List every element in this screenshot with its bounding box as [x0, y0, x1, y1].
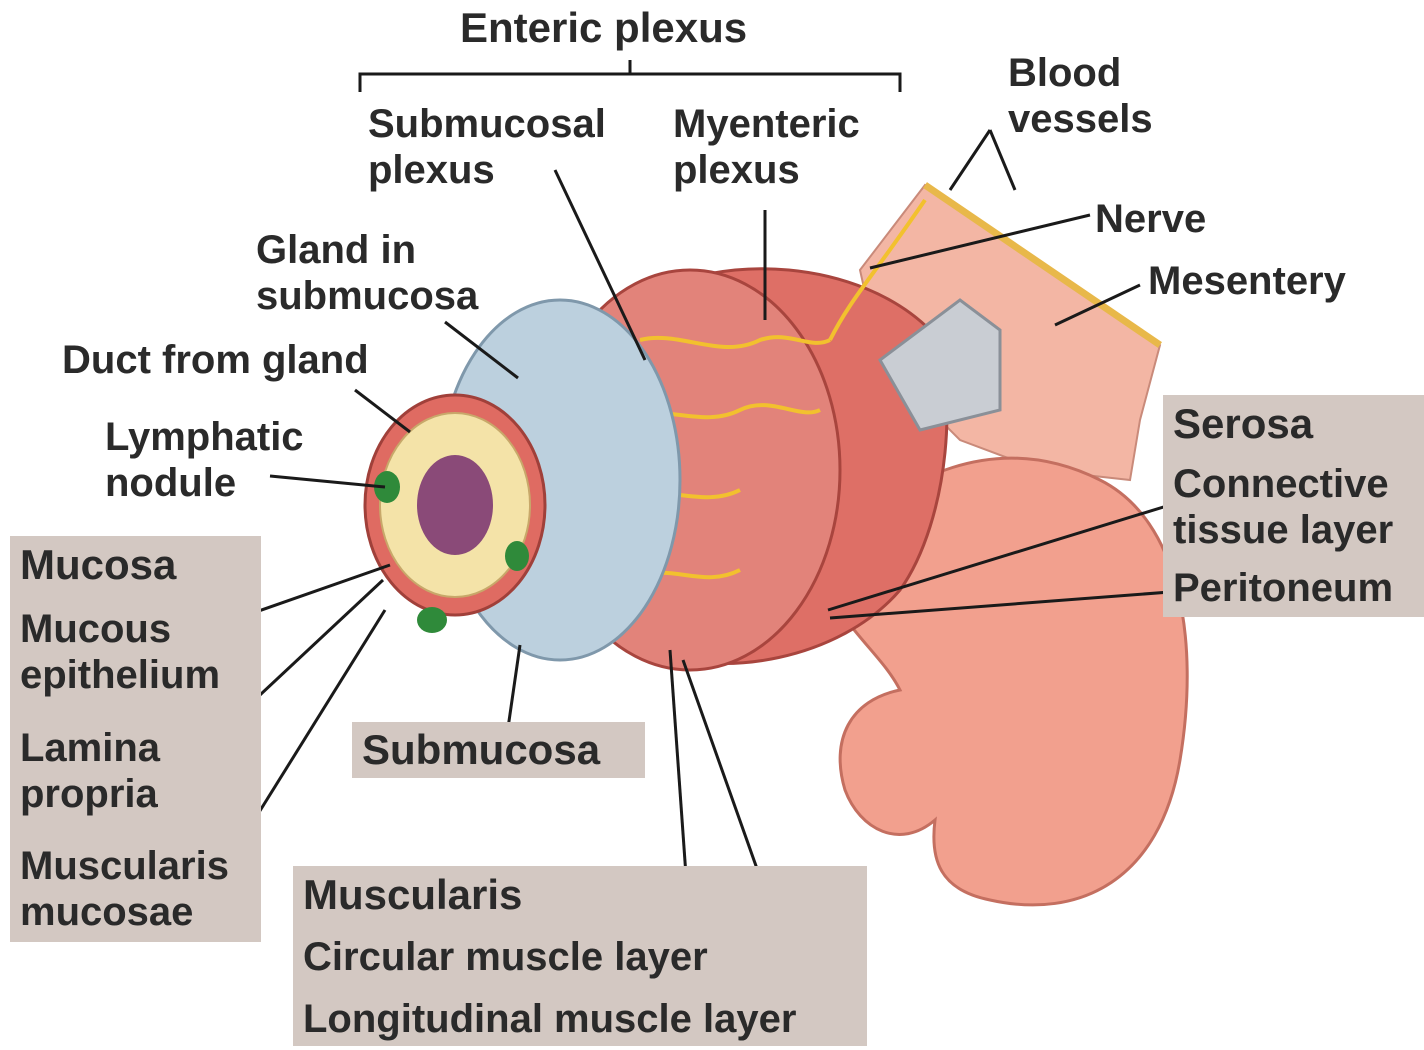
lamina-propria-label: Lamina propria — [20, 725, 160, 817]
connective-tissue-label: Connective tissue layer — [1173, 461, 1393, 553]
mucosa-title: Mucosa — [20, 542, 176, 588]
serosa-box: Serosa Connective tissue layer Peritoneu… — [1163, 395, 1424, 617]
mucous-epithelium-label: Mucous epithelium — [20, 606, 220, 698]
lymphatic-nodule-label: Lymphatic nodule — [105, 414, 304, 506]
muscularis-title: Muscularis — [303, 872, 522, 918]
muscularis-mucosae-label: Muscularis mucosae — [20, 843, 229, 935]
serosa-title: Serosa — [1173, 401, 1313, 447]
mucosa-box: Mucosa Mucous epithelium Lamina propria … — [10, 536, 261, 942]
blood-vessels-label: Blood vessels — [1008, 50, 1153, 142]
nerve-label: Nerve — [1095, 196, 1206, 242]
enteric-plexus-label: Enteric plexus — [460, 5, 747, 51]
muscularis-box: Muscularis Circular muscle layer Longitu… — [293, 866, 867, 1046]
submucosa-title: Submucosa — [362, 727, 600, 773]
submucosal-plexus-label: Submucosal plexus — [368, 101, 606, 193]
enteric-plexus-bracket — [360, 60, 900, 92]
circular-muscle-label: Circular muscle layer — [303, 934, 708, 980]
peritoneum-label: Peritoneum — [1173, 565, 1393, 611]
gland-in-submucosa-label: Gland in submucosa — [256, 227, 478, 319]
longitudinal-muscle-label: Longitudinal muscle layer — [303, 996, 796, 1042]
submucosa-box: Submucosa — [352, 722, 645, 778]
mesentery-label: Mesentery — [1148, 258, 1346, 304]
myenteric-plexus-label: Myenteric plexus — [673, 101, 860, 193]
duct-from-gland-label: Duct from gland — [62, 337, 369, 383]
lumen — [417, 455, 493, 555]
